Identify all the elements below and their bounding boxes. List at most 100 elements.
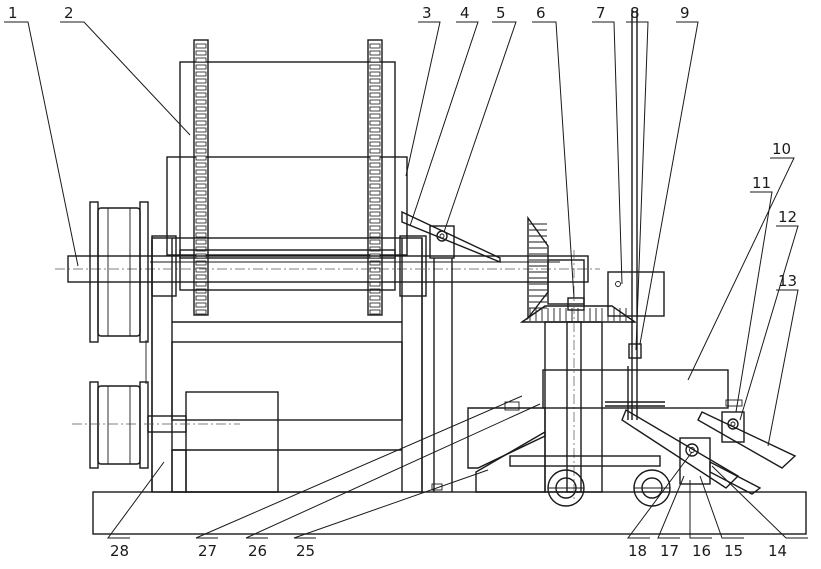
gear-tooth	[196, 240, 206, 244]
gear-tooth	[370, 212, 380, 216]
gear-tooth	[196, 303, 206, 307]
gear-tooth	[370, 65, 380, 69]
gear-tooth	[370, 51, 380, 55]
gear-tooth	[370, 184, 380, 188]
gear-tooth	[196, 72, 206, 76]
gear-tooth	[370, 79, 380, 83]
gear-tooth	[370, 86, 380, 90]
gear-tooth	[196, 268, 206, 272]
lower-pulley	[90, 382, 148, 468]
callout-1: 1	[8, 4, 18, 22]
gear-tooth	[196, 135, 206, 139]
gear-tooth	[370, 198, 380, 202]
bevel-gear-horizontal	[528, 218, 548, 318]
gear-tooth	[196, 51, 206, 55]
upper-pulley	[90, 202, 148, 342]
gear-tooth	[370, 310, 380, 314]
motor	[72, 392, 278, 492]
connecting-rod	[628, 10, 641, 420]
callout-3: 3	[422, 4, 432, 22]
gear-tooth	[370, 275, 380, 279]
gear-tooth	[370, 100, 380, 104]
gear-tooth	[370, 135, 380, 139]
gear-tooth	[370, 240, 380, 244]
gear-tooth	[370, 72, 380, 76]
gear-tooth	[370, 170, 380, 174]
gear-tooth	[370, 177, 380, 181]
callout-25: 25	[296, 542, 315, 560]
gear-tooth	[196, 219, 206, 223]
leader-lines	[4, 22, 808, 538]
gear-tooth	[370, 296, 380, 300]
upper-chute	[698, 400, 795, 468]
gear-tooth	[196, 121, 206, 125]
gear-tooth	[370, 107, 380, 111]
left-wheel	[548, 470, 584, 506]
callout-26: 26	[248, 542, 267, 560]
gear-tooth	[370, 268, 380, 272]
gear-tooth	[196, 163, 206, 167]
gear-tooth	[370, 128, 380, 132]
callout-28: 28	[110, 542, 129, 560]
gear-tooth	[370, 205, 380, 209]
base-plate	[93, 492, 806, 534]
gear-tooth	[196, 100, 206, 104]
gear-tooth	[196, 44, 206, 48]
drive-belt	[146, 240, 152, 492]
gear-tooth	[196, 170, 206, 174]
gear-tooth	[370, 121, 380, 125]
gear-tooth	[370, 93, 380, 97]
gear-tooth	[196, 233, 206, 237]
gear-tooth	[196, 65, 206, 69]
callout-8: 8	[630, 4, 640, 22]
main-shaft	[55, 236, 600, 296]
callout-9: 9	[680, 4, 690, 22]
gear-tooth	[196, 226, 206, 230]
callout-15: 15	[724, 542, 743, 560]
support-strut	[402, 212, 500, 492]
gear-tooth	[196, 205, 206, 209]
gear-tooth	[370, 163, 380, 167]
gear-tooth	[196, 310, 206, 314]
right-sprocket	[368, 40, 382, 315]
gear-tooth	[370, 114, 380, 118]
gear-tooth	[370, 303, 380, 307]
gear-tooth	[196, 107, 206, 111]
lower-chute	[622, 410, 760, 494]
gear-tooth	[370, 142, 380, 146]
gear-tooth	[196, 191, 206, 195]
callout-6: 6	[536, 4, 546, 22]
gear-tooth	[196, 296, 206, 300]
callout-12: 12	[778, 208, 797, 226]
callout-16: 16	[692, 542, 711, 560]
platform	[543, 370, 728, 408]
gear-tooth	[370, 156, 380, 160]
callout-10: 10	[772, 140, 791, 158]
gear-tooth	[196, 93, 206, 97]
gear-tooth	[196, 177, 206, 181]
gear-tooth	[196, 86, 206, 90]
callout-13: 13	[778, 272, 797, 290]
callout-27: 27	[198, 542, 217, 560]
sloped-plate	[468, 402, 545, 492]
left-sprocket	[194, 40, 208, 315]
callout-5: 5	[496, 4, 506, 22]
callout-17: 17	[660, 542, 679, 560]
gear-tooth	[370, 44, 380, 48]
gear-tooth	[196, 114, 206, 118]
gear-tooth	[196, 156, 206, 160]
gear-tooth	[196, 79, 206, 83]
callout-2: 2	[64, 4, 74, 22]
gear-tooth	[196, 275, 206, 279]
callout-4: 4	[460, 4, 470, 22]
callout-7: 7	[596, 4, 606, 22]
gear-tooth	[370, 58, 380, 62]
gear-tooth	[196, 198, 206, 202]
callout-18: 18	[628, 542, 647, 560]
gear-tooth	[370, 149, 380, 153]
callout-11: 11	[752, 174, 771, 192]
gear-tooth	[196, 58, 206, 62]
gear-tooth	[370, 219, 380, 223]
gear-tooth	[370, 233, 380, 237]
